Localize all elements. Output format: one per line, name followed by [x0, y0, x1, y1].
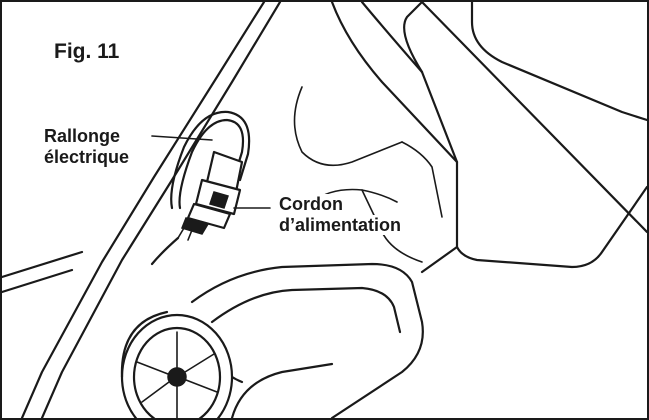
- extension-cord-label: Rallonge électrique: [42, 126, 132, 167]
- figure-title: Fig. 11: [54, 40, 120, 63]
- extension-cord-plug-icon: [170, 110, 251, 216]
- wheel-icon: [120, 310, 234, 418]
- power-cord-label-line-1: Cordon: [277, 194, 345, 214]
- machine-housing: [293, 2, 647, 274]
- extension-cord-leader-line: [151, 135, 213, 141]
- extension-cord-label-line-1: Rallonge: [42, 126, 123, 146]
- power-cord-label: Cordon d’alimentation: [277, 194, 404, 235]
- extension-cord-label-line-2: électrique: [42, 146, 132, 167]
- power-cord-plug-icon: [150, 202, 232, 266]
- power-cord-label-line-2: d’alimentation: [277, 214, 404, 235]
- handle-frame: [2, 2, 282, 418]
